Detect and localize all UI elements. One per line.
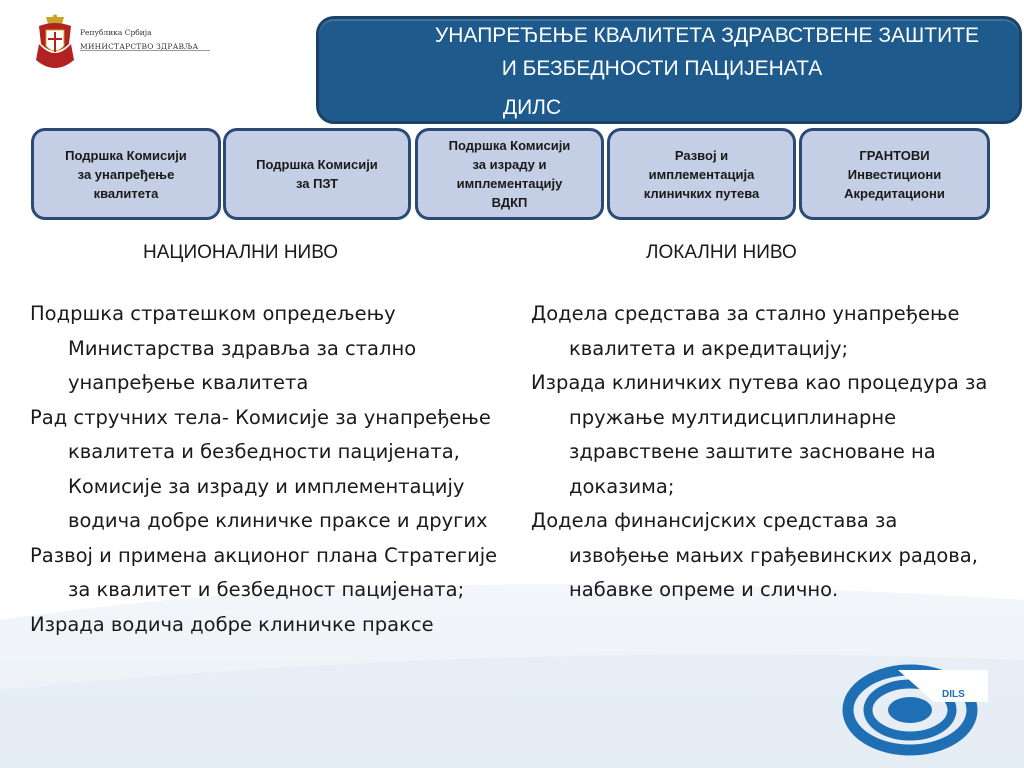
national-level-list: Подршка стратешком опредељењу Министарст… <box>30 297 518 642</box>
box-quality-commission: Подршка Комисији за унапређење квалитета <box>31 128 221 220</box>
local-level-heading: ЛОКАЛНИ НИВО <box>646 242 797 263</box>
box-label: Подршка Комисији за израду и имплементац… <box>448 138 571 210</box>
list-item: Израда клиничких путева као процедура за… <box>531 371 988 498</box>
box-clinical-pathways: Развој и имплементација клиничких путева <box>607 128 796 220</box>
logo-divider <box>80 50 210 51</box>
ministry-logo: Република Србија МИНИСТАРСТВО ЗДРАВЉА <box>30 14 210 84</box>
list-item: Подршка стратешком опредељењу Министарст… <box>30 302 417 394</box>
list-item: Израда водича добре клиничке праксе <box>30 612 434 636</box>
dils-logo-text: DILS <box>942 689 965 700</box>
title-line-1: УНАПРЕЂЕЊЕ КВАЛИТЕТА ЗДРАВСТВЕНЕ ЗАШТИТЕ <box>434 24 980 47</box>
box-grants: ГРАНТОВИ Инвестициони Акредитациони <box>799 128 990 220</box>
title-line-2: И БЕЗБЕДНОСТИ ПАЦИЈЕНАТА <box>501 57 823 80</box>
box-label: Подршка Комисији за унапређење квалитета <box>65 147 187 201</box>
dils-logo-icon: DILS <box>842 664 988 756</box>
box-vdkp-commission: Подршка Комисији за израду и имплементац… <box>415 128 604 220</box>
local-level-list: Додела средстава за стално унапређење кв… <box>531 297 991 608</box>
box-pzt-commission: Подршка Комисији за ПЗТ <box>223 128 411 220</box>
list-item: Додела средстава за стално унапређење кв… <box>531 302 960 360</box>
logo-country-text: Република Србија <box>80 28 152 37</box>
box-label: Подршка Комисији за ПЗТ <box>256 157 378 191</box>
list-item: Рад стручних тела- Комисије за унапређењ… <box>30 405 491 533</box>
logo-ministry-text: МИНИСТАРСТВО ЗДРАВЉА <box>80 42 199 51</box>
serbia-coat-of-arms-icon <box>36 14 74 68</box>
national-level-heading: НАЦИОНАЛНИ НИВО <box>143 242 339 263</box>
list-item: Додела финансијских средстава за извођењ… <box>531 509 978 601</box>
title-dils: ДИЛС <box>502 96 562 119</box>
list-item: Развој и примена акционог плана Стратеги… <box>30 543 498 602</box>
box-label: Развој и имплементација клиничких путева <box>643 147 760 201</box>
title-banner: УНАПРЕЂЕЊЕ КВАЛИТЕТА ЗДРАВСТВЕНЕ ЗАШТИТЕ… <box>316 16 1022 124</box>
box-label: ГРАНТОВИ Инвестициони Акредитациони <box>844 147 945 201</box>
